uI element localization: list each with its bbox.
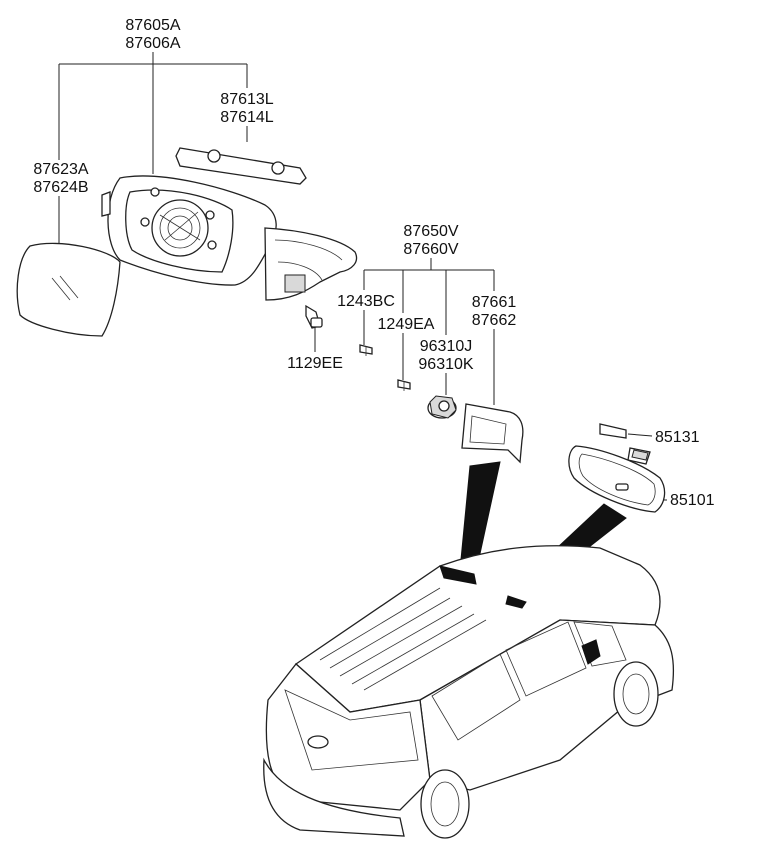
- label-87661: 87661: [472, 294, 517, 311]
- label-87605a: 87605A: [125, 17, 180, 34]
- label-87623a: 87623A: [33, 161, 88, 178]
- scalp-cover-part: [175, 147, 307, 185]
- sensor-part: [427, 395, 457, 419]
- label-87614l: 87614L: [220, 109, 273, 126]
- rain-sensor-cover-part: [599, 423, 651, 465]
- label-96310k: 96310K: [418, 356, 473, 373]
- label-87660v: 87660V: [403, 241, 458, 258]
- label-87650v: 87650V: [403, 223, 458, 240]
- label-87624b: 87624B: [33, 179, 88, 196]
- inside-rear-mirror-part: [568, 445, 666, 513]
- label-1243bc: 1243BC: [337, 293, 395, 310]
- label-85131: 85131: [655, 429, 700, 446]
- label-87606a: 87606A: [125, 35, 180, 52]
- label-85101: 85101: [670, 492, 715, 509]
- label-1129ee: 1129EE: [287, 355, 343, 372]
- mirror-housing-part: [101, 175, 358, 301]
- label-1249ea: 1249EA: [378, 316, 435, 333]
- vehicle-illustration: [263, 545, 675, 839]
- bolt-1129ee-part: [305, 304, 323, 329]
- garnish-part: [461, 403, 524, 464]
- label-87662: 87662: [472, 312, 517, 329]
- screw-1243bc-part: [359, 344, 373, 356]
- screw-1249ea-part: [397, 379, 411, 391]
- mirror-glass-part: [16, 242, 121, 337]
- leader-lines: [58, 52, 667, 501]
- label-87613l: 87613L: [220, 91, 273, 108]
- label-96310j: 96310J: [420, 338, 473, 355]
